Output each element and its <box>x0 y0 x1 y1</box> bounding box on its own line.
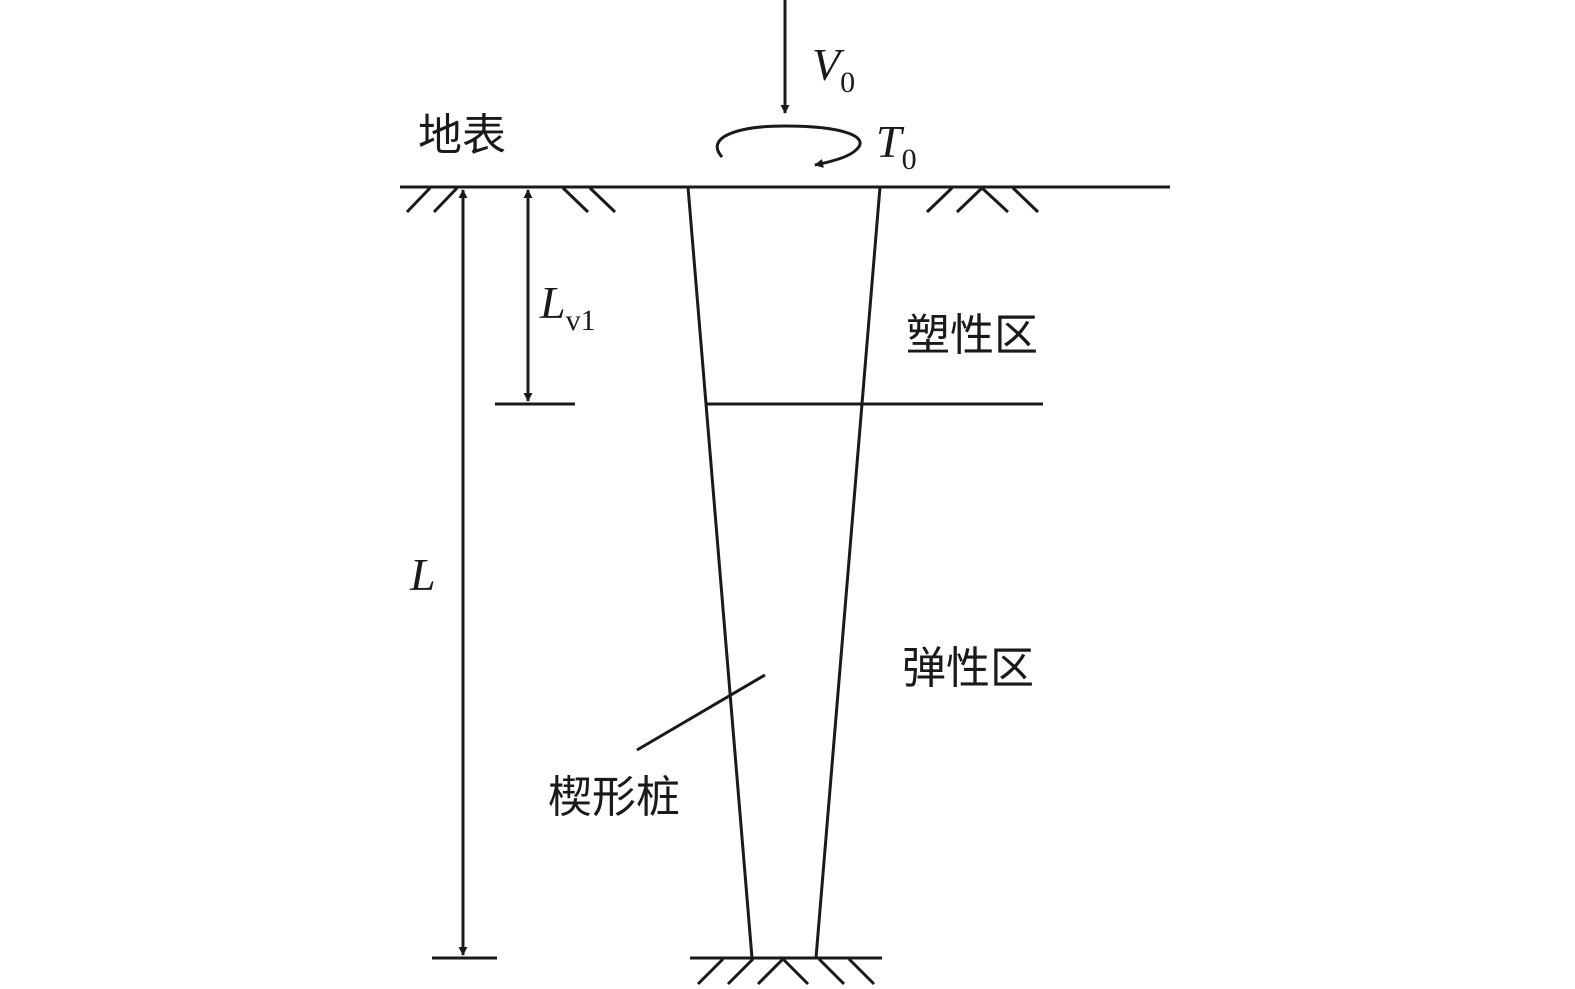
pile-length-symbol: L <box>409 549 436 600</box>
elastic-zone-label: 弹性区 <box>902 643 1034 694</box>
wedge-pile-label: 楔形桩 <box>548 772 680 823</box>
pile-tip-hatch <box>696 957 876 986</box>
pile-right-edge <box>814 186 882 959</box>
plastic-depth-symbol: Lv1 <box>539 277 596 337</box>
ground-hatch-right <box>925 186 1040 214</box>
plastic-zone-label: 塑性区 <box>906 310 1038 361</box>
torque-symbol: T0 <box>876 116 917 176</box>
ground-surface-label: 地表 <box>418 110 506 161</box>
ground-hatch-left <box>405 186 617 214</box>
pile-left-edge <box>686 186 754 959</box>
pile-leader-line <box>636 673 766 752</box>
torque-arrow <box>715 124 862 168</box>
vertical-load-symbol: V0 <box>812 39 855 99</box>
